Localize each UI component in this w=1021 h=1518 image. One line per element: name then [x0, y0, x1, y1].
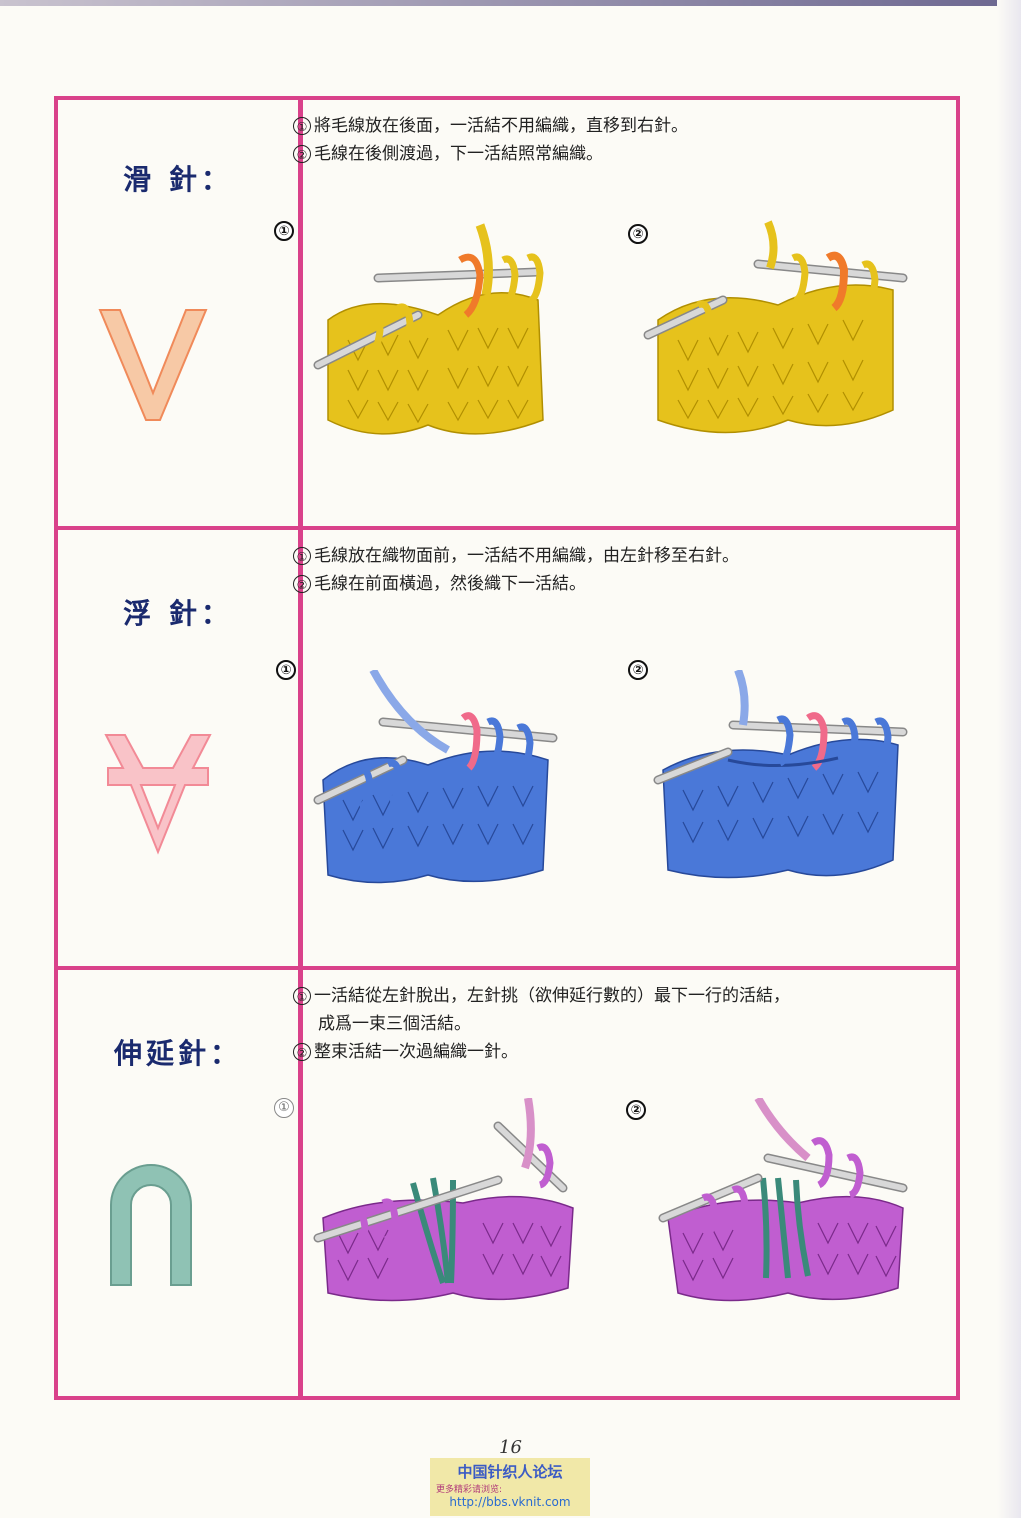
float-symbol-icon: [104, 734, 212, 855]
step-marker: ②: [626, 1100, 646, 1120]
slip-stitch-step1-illustration: [313, 223, 544, 435]
page-number: 16: [499, 1437, 522, 1458]
step-marker: ②: [628, 224, 648, 244]
step-marker: ①: [274, 221, 294, 241]
elongated-stitch-step1-illustration: [313, 1098, 574, 1302]
elongated-stitch-step2-illustration: [658, 1098, 908, 1302]
watermark-subtitle: 更多精彩请浏览:: [436, 1485, 503, 1495]
table-vertical-divider: [298, 100, 303, 1396]
v-symbol-icon: [98, 309, 208, 421]
forum-watermark: 中国针织人论坛 更多精彩请浏览: http://bbs.vknit.com: [430, 1458, 590, 1516]
watermark-url[interactable]: http://bbs.vknit.com: [449, 1495, 571, 1509]
stitch-name: 滑 針：: [123, 163, 233, 196]
step-marker: ①: [276, 660, 296, 680]
float-stitch-step2-illustration: [653, 670, 908, 879]
instruction-line: 成爲一束三個活結。: [318, 1014, 471, 1034]
table-row-divider: [58, 526, 956, 530]
stitch-name: 浮 針：: [123, 597, 233, 630]
step-marker: ①: [274, 1098, 294, 1118]
page-edge-shadow: [997, 0, 1021, 1518]
stitch-name: 伸延針：: [113, 1037, 242, 1070]
u-symbol-icon: [110, 1164, 192, 1286]
slip-stitch-step2-illustration: [643, 220, 908, 434]
top-edge-strip: [0, 0, 1021, 6]
table-row-divider: [58, 966, 956, 970]
watermark-title: 中国针织人论坛: [457, 1463, 563, 1481]
float-stitch-step1-illustration: [313, 670, 558, 884]
step-marker: ②: [628, 660, 648, 680]
